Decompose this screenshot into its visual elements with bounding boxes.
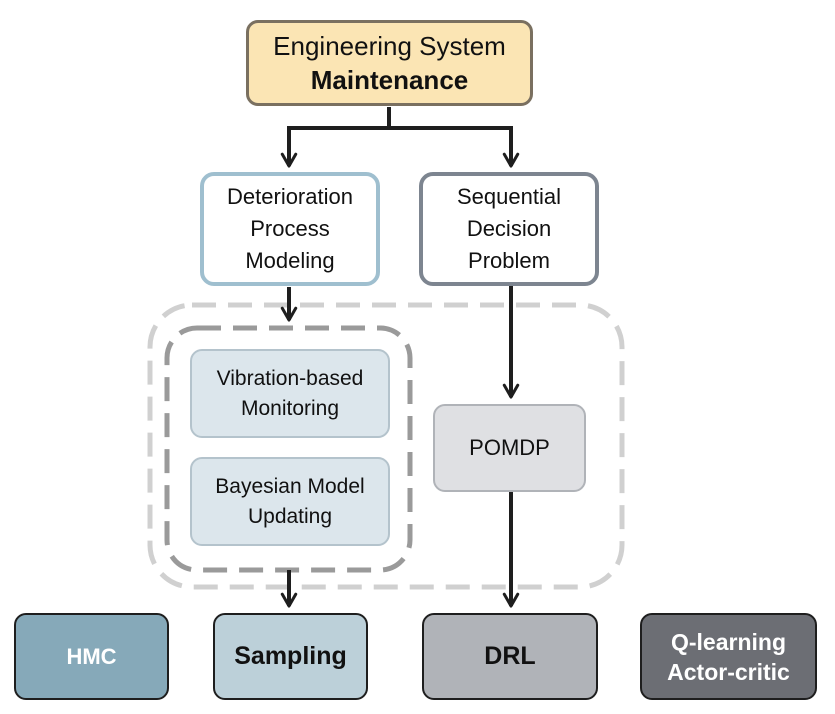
- hmc-node: HMC: [14, 613, 169, 700]
- qlearning-line2: Actor-critic: [667, 658, 790, 685]
- q-learning-actor-critic-node: Q-learning Actor-critic: [640, 613, 817, 700]
- root-split-line: [280, 107, 391, 168]
- outer-dashed-group: [147, 302, 625, 590]
- vibration-line2: Monitoring: [240, 396, 340, 420]
- deterioration-process-modeling-node: Deterioration Process Modeling: [200, 172, 380, 286]
- sequential-line2: Decision: [466, 216, 552, 241]
- deterioration-line1: Deterioration: [227, 184, 353, 209]
- qlearning-line1: Q-learning: [670, 628, 786, 655]
- engineering-system-maintenance-node: Engineering System Maintenance: [246, 20, 533, 106]
- root-to-sequential-arrow: [389, 126, 520, 168]
- sequential-line1: Sequential: [457, 184, 561, 209]
- sampling-label: Sampling: [234, 642, 347, 670]
- bayesian-line2: Updating: [247, 504, 333, 528]
- bayesian-line1: Bayesian Model: [215, 474, 365, 498]
- drl-node: DRL: [422, 613, 598, 700]
- deterioration-line3: Modeling: [245, 248, 335, 273]
- pomdp-node: POMDP: [433, 404, 586, 492]
- sequential-decision-problem-node: Sequential Decision Problem: [419, 172, 599, 286]
- drl-label: DRL: [484, 642, 536, 670]
- deterioration-line2: Process: [250, 216, 330, 241]
- pomdp-label: POMDP: [469, 435, 550, 460]
- sequential-line3: Problem: [468, 248, 550, 273]
- sampling-node: Sampling: [213, 613, 368, 700]
- root-title-line2: Maintenance: [310, 65, 469, 95]
- hmc-label: HMC: [66, 643, 117, 669]
- bayesian-model-updating-node: Bayesian Model Updating: [190, 457, 390, 546]
- root-title-line1: Engineering System: [273, 31, 506, 61]
- vibration-based-monitoring-node: Vibration-based Monitoring: [190, 349, 390, 438]
- vibration-line1: Vibration-based: [216, 366, 364, 390]
